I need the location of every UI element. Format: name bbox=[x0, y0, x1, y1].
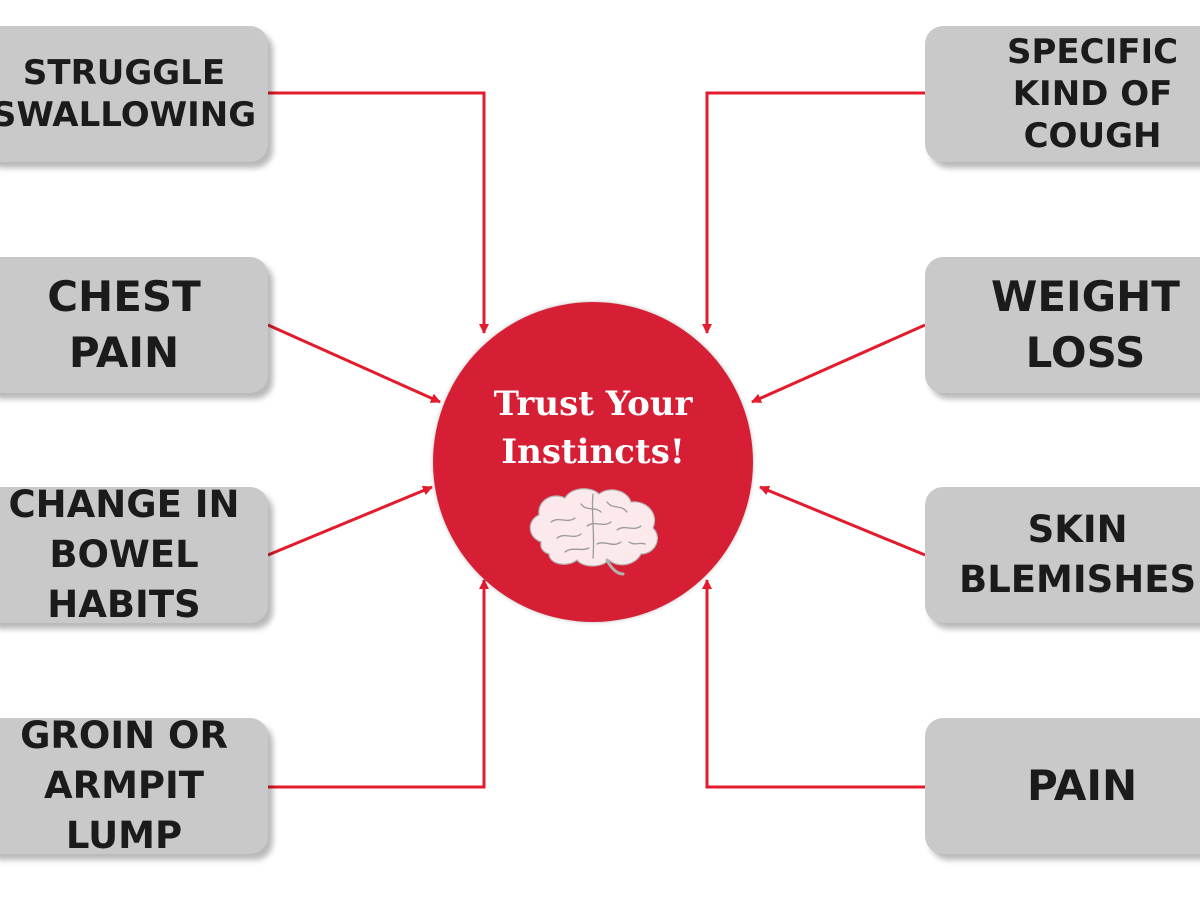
connector-struggle-swallowing bbox=[268, 91, 489, 334]
symptom-box-specific-kind-of-cough: SPECIFIC KIND OF COUGH bbox=[925, 26, 1200, 162]
brain-icon bbox=[529, 488, 658, 576]
center-circle: Trust Your Instincts! bbox=[433, 302, 753, 622]
symptom-label: CHEST PAIN bbox=[47, 272, 201, 377]
symptom-label: STRUGGLE SWALLOWING bbox=[0, 53, 257, 135]
symptom-box-groin-or-armpit-lump: GROIN OR ARMPIT LUMP bbox=[0, 718, 268, 854]
connector-pain bbox=[702, 579, 925, 789]
symptom-label: GROIN OR ARMPIT LUMP bbox=[20, 718, 228, 854]
connector-specific-kind-of-cough bbox=[702, 91, 925, 334]
connector-groin-or-armpit-lump bbox=[268, 579, 489, 789]
symptom-box-chest-pain: CHEST PAIN bbox=[0, 257, 268, 393]
symptom-box-weight-loss: WEIGHT LOSS bbox=[925, 257, 1200, 393]
symptom-label: PAIN bbox=[1027, 761, 1138, 810]
symptom-box-change-in-bowel-habits: CHANGE IN BOWEL HABITS bbox=[0, 487, 268, 623]
symptom-label: SKIN BLEMISHES bbox=[959, 508, 1197, 601]
symptom-label: WEIGHT LOSS bbox=[991, 272, 1180, 377]
symptom-box-struggle-swallowing: STRUGGLE SWALLOWING bbox=[0, 26, 268, 162]
connector-skin-blemishes bbox=[759, 485, 926, 557]
center-title: Trust Your Instincts! bbox=[493, 384, 693, 472]
symptom-label: CHANGE IN BOWEL HABITS bbox=[8, 487, 240, 623]
connector-chest-pain bbox=[267, 323, 441, 404]
symptom-label: SPECIFIC KIND OF COUGH bbox=[1007, 32, 1179, 156]
connector-change-in-bowel-habits bbox=[267, 485, 433, 557]
symptom-box-pain: PAIN bbox=[925, 718, 1200, 854]
symptom-box-skin-blemishes: SKIN BLEMISHES bbox=[925, 487, 1200, 623]
connector-weight-loss bbox=[751, 323, 926, 404]
